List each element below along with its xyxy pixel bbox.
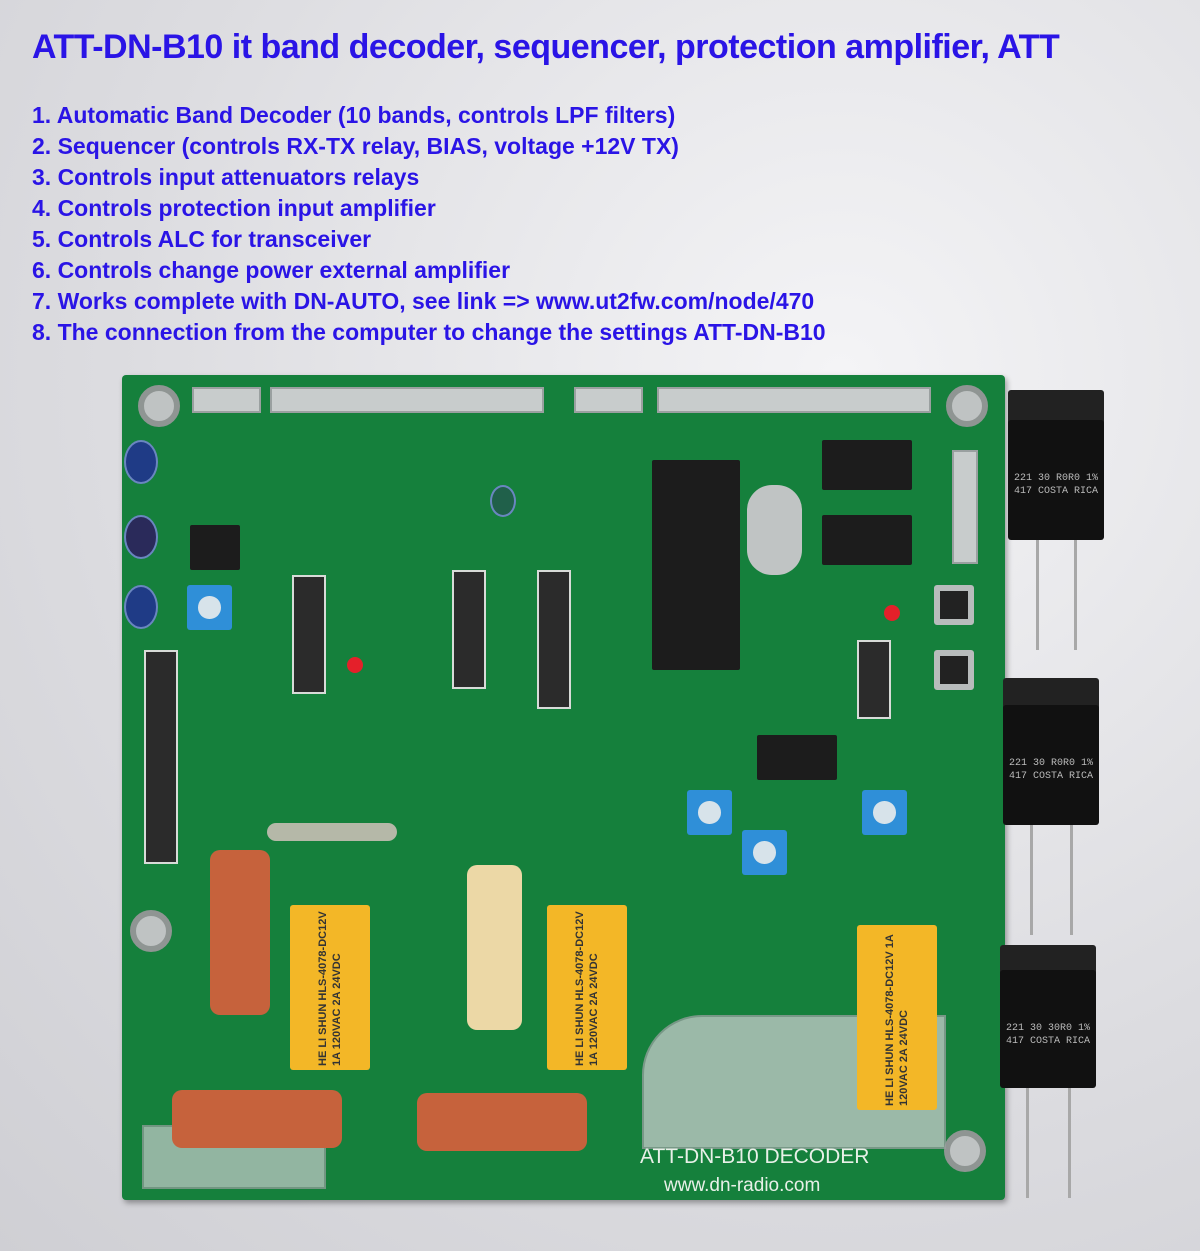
header-pads (270, 387, 544, 413)
power-resistor-package: 221 30 R0R0 1% 417 COSTA RICA (1003, 705, 1099, 825)
trimmer-potentiometer (187, 585, 232, 630)
ic-chip (757, 735, 837, 780)
ic-chip (822, 440, 912, 490)
crystal (747, 485, 802, 575)
page-title: ATT-DN-B10 it band decoder, sequencer, p… (32, 28, 1060, 66)
board-name-silkscreen: ATT-DN-B10 DECODER (640, 1145, 870, 1168)
feature-item: 8. The connection from the computer to c… (32, 319, 826, 345)
feature-item: 2. Sequencer (controls RX-TX relay, BIAS… (32, 133, 679, 159)
trimmer-potentiometer (862, 790, 907, 835)
feature-list: 1. Automatic Band Decoder (10 bands, con… (32, 100, 826, 348)
relay: HE LI SHUN HLS-4078-DC12V 1A 120VAC 2A 2… (857, 925, 937, 1110)
capacitor (490, 485, 516, 517)
header-pads (657, 387, 931, 413)
power-resistor (210, 850, 270, 1015)
relay: HE LI SHUN HLS-4078-DC12V 1A 120VAC 2A 2… (290, 905, 370, 1070)
smd-resistors (292, 575, 326, 694)
header-pads (952, 450, 978, 564)
push-button[interactable] (934, 650, 974, 690)
push-button[interactable] (934, 585, 974, 625)
pcb-board: HE LI SHUN HLS-4078-DC12V 1A 120VAC 2A 2… (122, 375, 1005, 1200)
smd-resistors (537, 570, 571, 709)
capacitor (124, 440, 158, 484)
feature-item: 3. Controls input attenuators relays (32, 164, 420, 190)
mounting-hole (944, 1130, 986, 1172)
trimmer-potentiometer (687, 790, 732, 835)
mounting-hole (130, 910, 172, 952)
lead (1036, 540, 1039, 650)
power-resistor (417, 1093, 587, 1151)
ic-chip (822, 515, 912, 565)
relay: HE LI SHUN HLS-4078-DC12V 1A 120VAC 2A 2… (547, 905, 627, 1070)
ic-chip (190, 525, 240, 570)
lead (1074, 540, 1077, 650)
trimmer-potentiometer (742, 830, 787, 875)
feature-item: 6. Controls change power external amplif… (32, 257, 511, 283)
feature-item: 4. Controls protection input amplifier (32, 195, 436, 221)
led (884, 605, 900, 621)
lead (1026, 1088, 1029, 1198)
led (347, 657, 363, 673)
smd-resistors (452, 570, 486, 689)
capacitor (124, 515, 158, 559)
mounting-hole (946, 385, 988, 427)
resistor (267, 823, 397, 841)
capacitor (124, 585, 158, 629)
lead (1070, 825, 1073, 935)
smd-resistors (857, 640, 891, 719)
header-pads (192, 387, 261, 413)
power-resistor (172, 1090, 342, 1148)
power-resistor-package: 221 30 R0R0 1% 417 COSTA RICA (1008, 420, 1104, 540)
power-resistor (467, 865, 522, 1030)
header-pads (574, 387, 643, 413)
smd-resistors (144, 650, 178, 864)
board-url-silkscreen: www.dn-radio.com (664, 1175, 821, 1196)
lead (1030, 825, 1033, 935)
feature-item: 5. Controls ALC for transceiver (32, 226, 372, 252)
power-resistor-package: 221 30 30R0 1% 417 COSTA RICA (1000, 970, 1096, 1088)
feature-item: 7. Works complete with DN-AUTO, see link… (32, 288, 815, 314)
mounting-hole (138, 385, 180, 427)
feature-item: 1. Automatic Band Decoder (10 bands, con… (32, 102, 676, 128)
lead (1068, 1088, 1071, 1198)
microcontroller-chip (652, 460, 740, 670)
